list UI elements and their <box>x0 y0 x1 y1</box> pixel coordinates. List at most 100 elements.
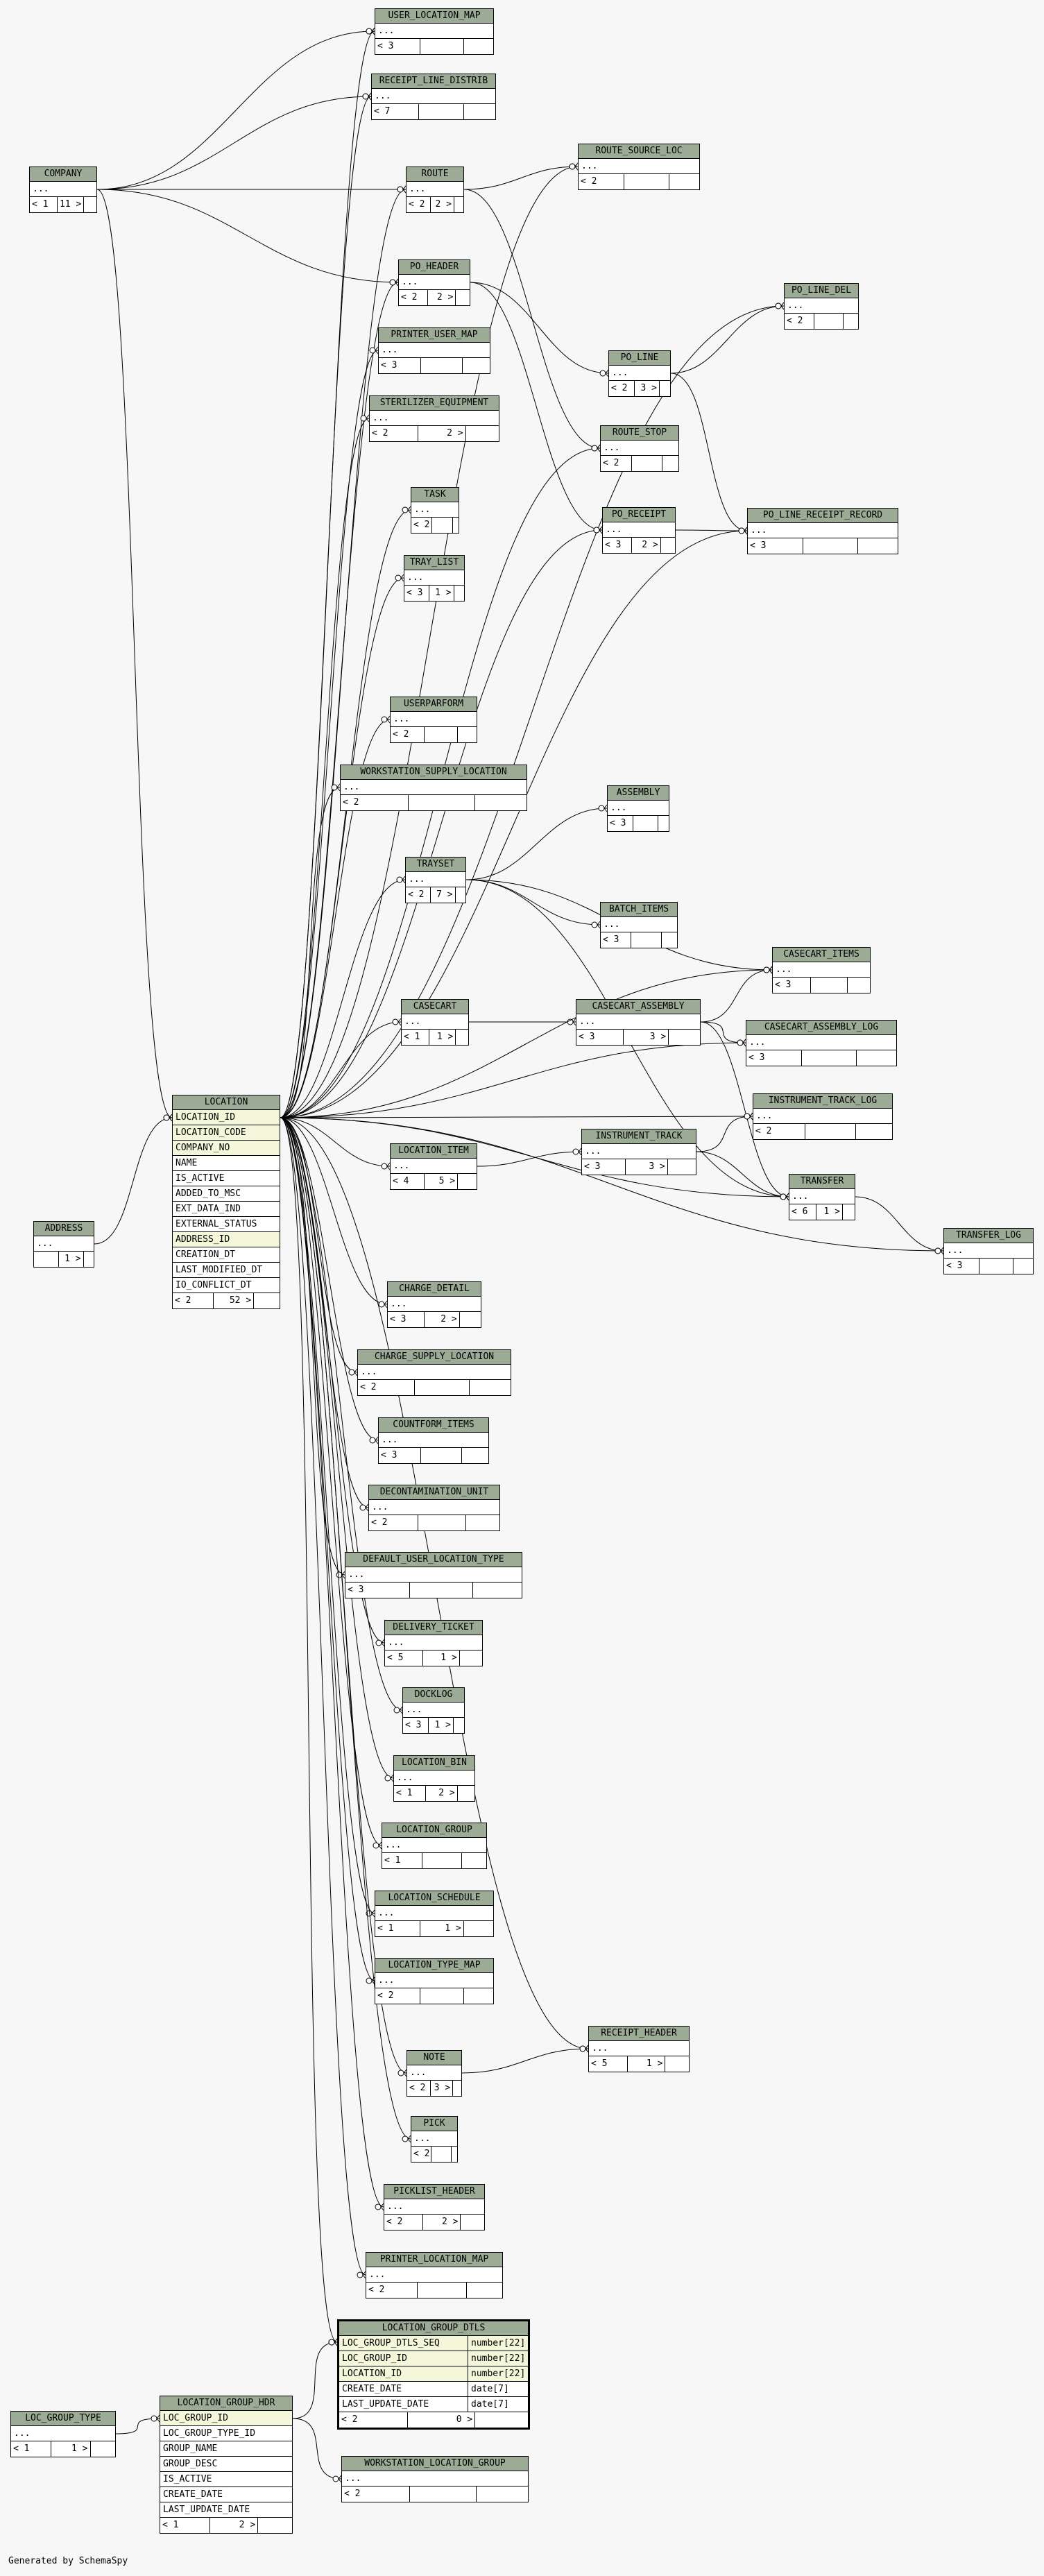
table-title[interactable]: LOCATION <box>173 1095 280 1110</box>
collapsed-columns[interactable]: ... <box>375 1973 493 1988</box>
count-spacer[interactable] <box>91 2441 116 2457</box>
parents-count[interactable]: < 2 <box>411 518 433 533</box>
collapsed-columns[interactable]: ... <box>746 1035 896 1050</box>
table-charge-supply-location[interactable]: CHARGE_SUPPLY_LOCATION...< 2 <box>357 1349 511 1396</box>
children-count[interactable] <box>632 456 663 471</box>
count-spacer[interactable] <box>662 456 678 471</box>
table-title[interactable]: TRAY_LIST <box>404 556 464 570</box>
collapsed-columns[interactable]: ... <box>404 570 464 586</box>
column-create-date[interactable]: CREATE_DATE <box>160 2487 292 2502</box>
count-spacer[interactable] <box>464 1988 493 2004</box>
table-title[interactable]: LOCATION_BIN <box>394 1756 474 1771</box>
parents-count[interactable]: < 2 <box>406 887 431 903</box>
collapsed-columns[interactable]: ... <box>411 502 459 518</box>
parents-count[interactable]: < 2 <box>370 426 419 441</box>
collapsed-columns[interactable]: ... <box>388 1297 481 1312</box>
children-count[interactable] <box>415 1380 470 1395</box>
table-user-location-map[interactable]: USER_LOCATION_MAP...< 3 <box>375 8 494 55</box>
collapsed-columns[interactable]: ... <box>34 1236 94 1252</box>
collapsed-columns[interactable]: ... <box>11 2426 115 2441</box>
table-workstation-location-group[interactable]: WORKSTATION_LOCATION_GROUP...< 2 <box>341 2456 529 2502</box>
table-title[interactable]: DECONTAMINATION_UNIT <box>369 1485 499 1500</box>
table-title[interactable]: ASSEMBLY <box>608 786 669 801</box>
parents-count[interactable] <box>34 1252 60 1267</box>
table-title[interactable]: CHARGE_SUPPLY_LOCATION <box>358 1350 511 1365</box>
table-title[interactable]: LOCATION_ITEM <box>391 1144 477 1159</box>
table-location-type-map[interactable]: LOCATION_TYPE_MAP...< 2 <box>375 1958 494 2004</box>
children-count[interactable]: 3 > <box>626 1159 668 1175</box>
collapsed-columns[interactable]: ... <box>753 1109 892 1124</box>
children-count[interactable]: 1 > <box>628 2056 666 2072</box>
table-batch-items[interactable]: BATCH_ITEMS...< 3 <box>600 902 678 948</box>
table-title[interactable]: INSTRUMENT_TRACK_LOG <box>753 1094 892 1109</box>
count-spacer[interactable] <box>844 314 858 329</box>
parents-count[interactable]: < 2 <box>407 2081 431 2096</box>
table-po-line-receipt-record[interactable]: PO_LINE_RECEIPT_RECORD...< 3 <box>747 508 898 554</box>
column-creation-dt[interactable]: CREATION_DT <box>173 1247 280 1263</box>
count-spacer[interactable] <box>661 538 675 553</box>
children-count[interactable]: 2 > <box>418 426 466 441</box>
parents-count[interactable]: < 1 <box>30 197 58 212</box>
children-count[interactable] <box>419 104 465 119</box>
parents-count[interactable]: < 3 <box>404 586 430 601</box>
parents-count[interactable]: < 4 <box>391 1174 425 1189</box>
parents-count[interactable]: < 3 <box>379 358 422 373</box>
column-last-update-date[interactable]: LAST_UPDATE_DATE <box>160 2502 292 2518</box>
count-spacer[interactable] <box>453 2081 461 2096</box>
table-title[interactable]: DOCKLOG <box>403 1688 464 1703</box>
collapsed-columns[interactable]: ... <box>944 1243 1033 1259</box>
table-default-user-location-type[interactable]: DEFAULT_USER_LOCATION_TYPE...< 3 <box>345 1552 522 1598</box>
parents-count[interactable]: < 1 <box>382 1853 422 1868</box>
table-title[interactable]: ROUTE_STOP <box>601 426 678 441</box>
column-group-desc[interactable]: GROUP_DESC <box>160 2457 292 2472</box>
children-count[interactable]: 2 > <box>426 1786 458 1801</box>
parents-count[interactable]: < 2 <box>391 727 425 742</box>
column-group-name[interactable]: GROUP_NAME <box>160 2441 292 2457</box>
table-title[interactable]: WORKSTATION_SUPPLY_LOCATION <box>341 765 527 780</box>
table-title[interactable]: BATCH_ITEMS <box>601 903 677 917</box>
children-count[interactable]: 1 > <box>429 586 454 601</box>
children-count[interactable] <box>631 932 662 948</box>
table-title[interactable]: PICKLIST_HEADER <box>384 2185 484 2199</box>
children-count[interactable] <box>410 1583 474 1598</box>
count-spacer[interactable] <box>464 39 493 54</box>
parents-count[interactable]: < 2 <box>339 2412 409 2428</box>
table-title[interactable]: PO_LINE_RECEIPT_RECORD <box>748 509 898 523</box>
children-count[interactable] <box>409 795 475 810</box>
parents-count[interactable]: < 1 <box>394 1786 427 1801</box>
children-count[interactable] <box>418 2283 468 2298</box>
table-title[interactable]: CASECART_ASSEMBLY <box>576 1000 700 1014</box>
column-io-conflict-dt[interactable]: IO_CONFLICT_DT <box>173 1278 280 1293</box>
children-count[interactable] <box>432 518 453 533</box>
children-count[interactable]: 2 > <box>425 1312 460 1327</box>
count-spacer[interactable] <box>464 104 495 119</box>
table-title[interactable]: PO_RECEIPT <box>603 508 675 522</box>
children-count[interactable] <box>425 727 459 742</box>
count-spacer[interactable] <box>668 1159 696 1175</box>
parents-count[interactable]: < 3 <box>582 1159 626 1175</box>
count-spacer[interactable] <box>84 1252 94 1267</box>
count-spacer[interactable] <box>456 1030 468 1045</box>
parents-count[interactable]: < 2 <box>579 174 625 189</box>
collapsed-columns[interactable]: ... <box>391 1159 477 1174</box>
collapsed-columns[interactable]: ... <box>601 441 678 456</box>
collapsed-columns[interactable]: ... <box>407 182 463 197</box>
collapsed-columns[interactable]: ... <box>342 2471 528 2487</box>
collapsed-columns[interactable]: ... <box>609 366 670 381</box>
children-count[interactable]: 2 > <box>428 290 456 305</box>
table-title[interactable]: WORKSTATION_LOCATION_GROUP <box>342 2457 528 2471</box>
column-name[interactable]: NAME <box>173 1156 280 1171</box>
count-spacer[interactable] <box>669 174 699 189</box>
column-location-code[interactable]: LOCATION_CODE <box>173 1125 280 1141</box>
parents-count[interactable]: < 2 <box>399 290 428 305</box>
column-address-id[interactable]: ADDRESS_ID <box>173 1232 280 1247</box>
children-count[interactable]: 1 > <box>429 1030 456 1045</box>
